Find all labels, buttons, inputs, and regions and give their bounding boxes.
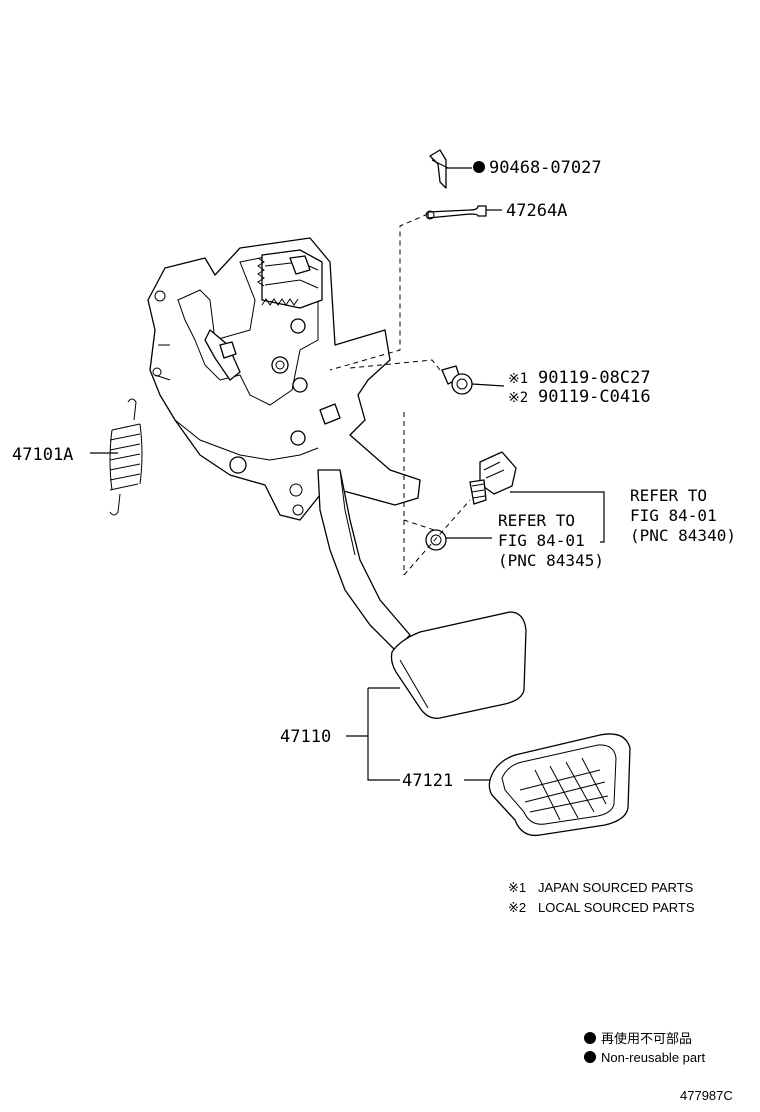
reference-upper-line3: (PNC 84340) xyxy=(630,526,736,545)
reference-lower-line1: REFER TO xyxy=(498,511,575,530)
legend-jp-marker-icon xyxy=(584,1032,596,1044)
part-number-bolt-1[interactable]: 90119-08C27 xyxy=(538,368,651,388)
part-number-pin[interactable]: 47264A xyxy=(506,201,567,221)
note-2-mark: ※2 xyxy=(508,900,526,915)
legend-jp-text: 再使用不可部品 xyxy=(601,1031,692,1046)
part-number-pedal-arm[interactable]: 47110 xyxy=(280,727,331,747)
note-1-mark: ※1 xyxy=(508,880,526,895)
bolt-mark-1: ※1 xyxy=(508,371,528,387)
note-2-text: LOCAL SOURCED PARTS xyxy=(538,900,695,915)
part-number-pedal-pad[interactable]: 47121 xyxy=(402,771,453,791)
legend-en-marker-icon xyxy=(584,1051,596,1063)
reference-lower-line3: (PNC 84345) xyxy=(498,551,604,570)
reference-lower-line2[interactable]: FIG 84-01 xyxy=(498,531,585,550)
legend-en-text: Non-reusable part xyxy=(601,1050,705,1065)
bolt-mark-2: ※2 xyxy=(508,390,528,406)
pedal-assembly-illustration xyxy=(109,149,631,837)
return-spring-illustration xyxy=(109,398,143,516)
reference-upper-line2[interactable]: FIG 84-01 xyxy=(630,506,717,525)
leader-lines xyxy=(90,167,605,781)
part-number-spring[interactable]: 47101A xyxy=(12,445,73,465)
part-number-clip[interactable]: 90468-07027 xyxy=(489,158,602,178)
part-number-bolt-2[interactable]: 90119-C0416 xyxy=(538,387,651,407)
note-1-text: JAPAN SOURCED PARTS xyxy=(538,880,694,895)
reference-upper-line1: REFER TO xyxy=(630,486,707,505)
non-reusable-marker-icon xyxy=(473,161,485,173)
figure-id: 477987C xyxy=(680,1088,733,1103)
